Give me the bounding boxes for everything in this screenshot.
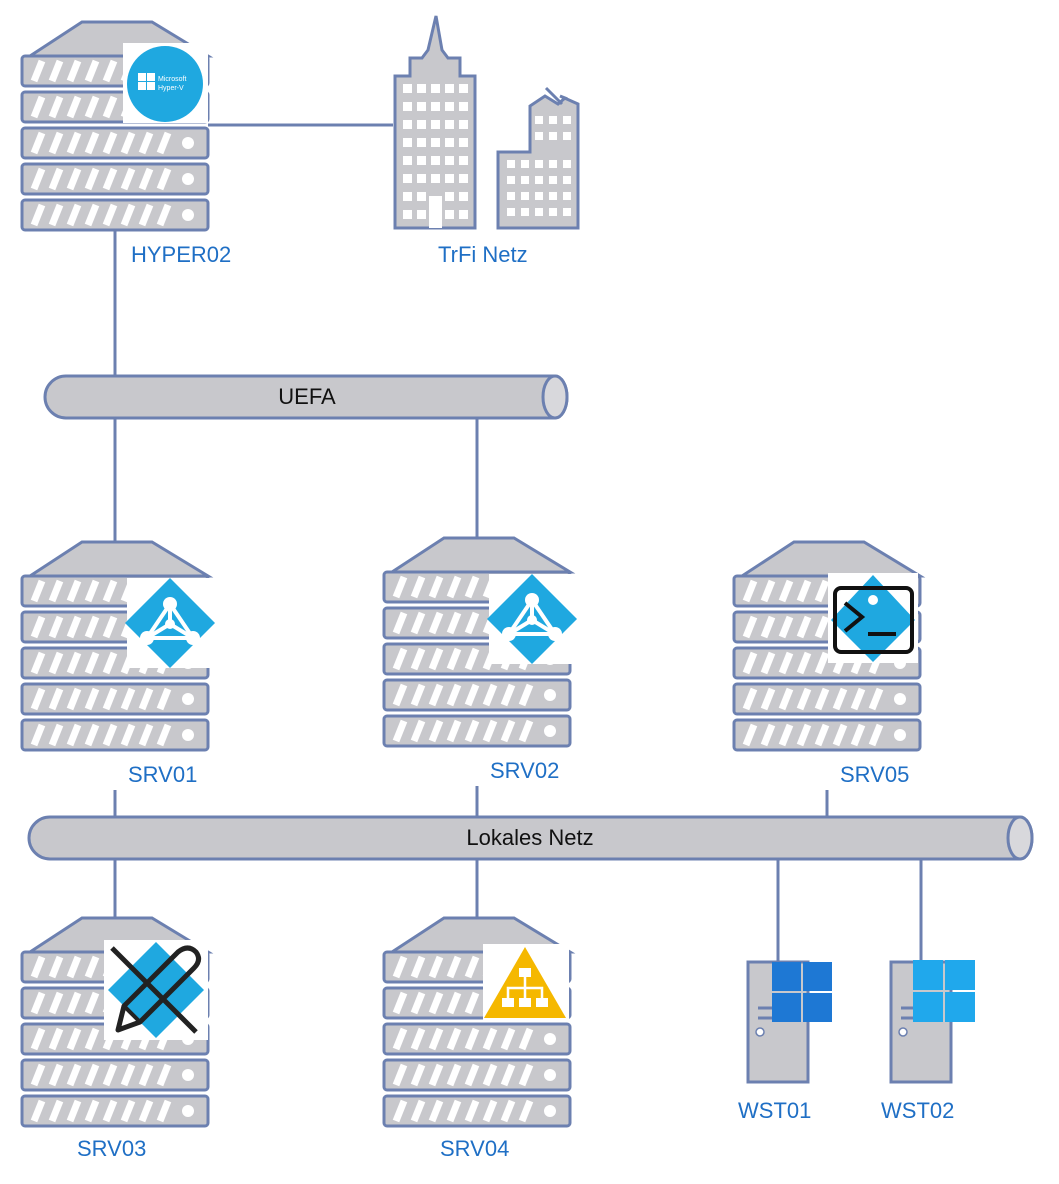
node-srv05-label: SRV05 [840,762,909,787]
terminal-icon [828,573,918,663]
node-wst01-label: WST01 [738,1098,811,1123]
bus-local-label: Lokales Netz [466,825,593,850]
node-srv05: SRV05 [734,542,920,787]
bus-uefa-label: UEFA [278,384,336,409]
active-directory-icon [123,576,217,670]
node-hyper02-label: HYPER02 [131,242,231,267]
hierarchy-warning-icon [483,944,569,1020]
node-wst01: WST01 [738,960,832,1123]
node-trfi-label: TrFi Netz [438,242,528,267]
node-srv01: SRV01 [22,542,217,787]
node-srv04-label: SRV04 [440,1136,509,1161]
active-directory-icon [485,572,579,666]
connections [113,123,923,962]
hyper-v-badge-line1: Microsoft [158,76,186,83]
crossed-pen-icon [104,940,208,1040]
node-srv03-label: SRV03 [77,1136,146,1161]
hyper-v-icon: Microsoft Hyper-V [123,43,208,123]
windows-logo-icon [772,962,832,1022]
node-wst02: WST02 [881,960,975,1123]
node-wst02-label: WST02 [881,1098,954,1123]
node-srv02: SRV02 [384,538,579,783]
city-buildings-icon [393,15,580,230]
node-trfi: TrFi Netz [393,15,580,267]
hyper-v-badge-line2: Hyper-V [158,85,184,92]
node-srv04: SRV04 [384,918,570,1161]
node-srv02-label: SRV02 [490,758,559,783]
node-hyper02: Microsoft Hyper-V HYPER02 [22,22,231,267]
node-srv01-label: SRV01 [128,762,197,787]
windows-logo-icon [913,960,975,1022]
bus-local: Lokales Netz [27,815,1034,861]
node-srv03: SRV03 [22,918,208,1161]
bus-uefa: UEFA [43,374,569,420]
